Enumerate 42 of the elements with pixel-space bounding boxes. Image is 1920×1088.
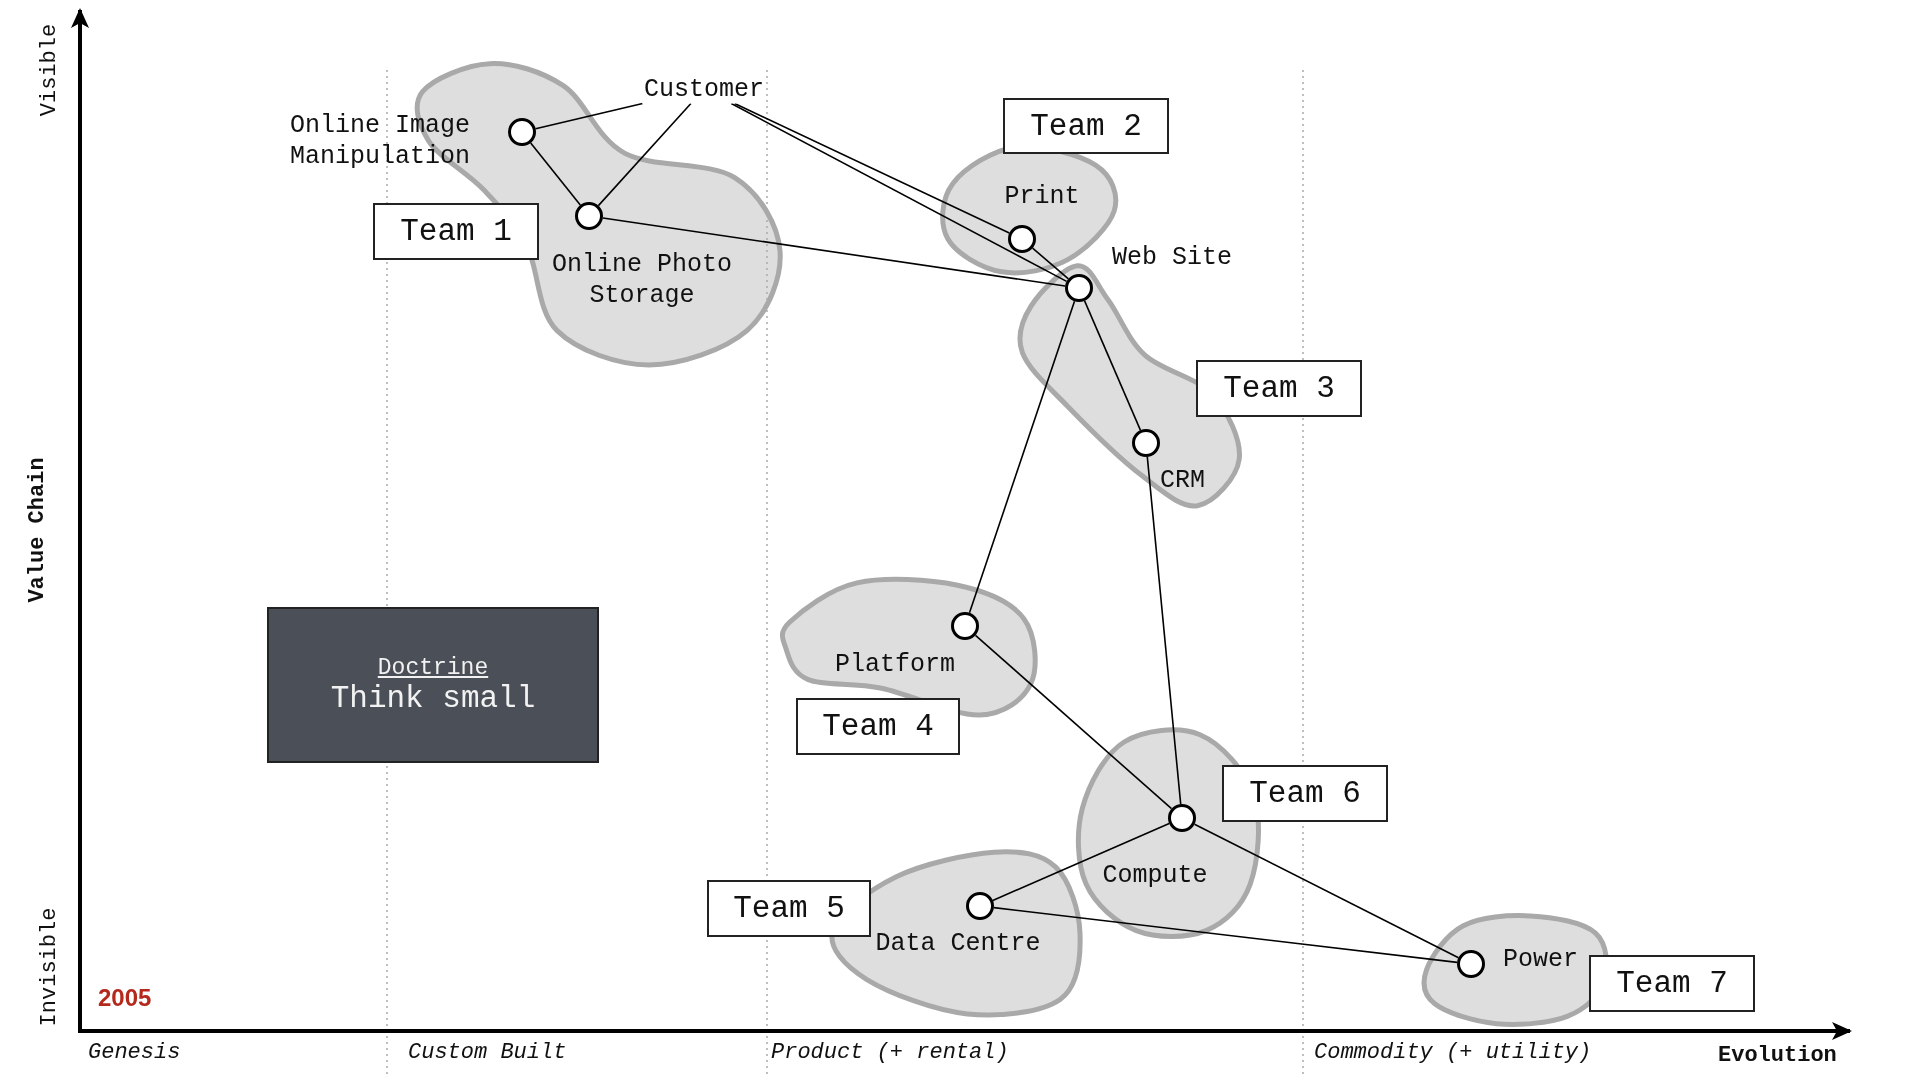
component-label: Data Centre [875,928,1041,960]
dependency-line [597,102,692,207]
stage-label: Commodity (+ utility) [1314,1039,1592,1065]
dependency-line [1193,823,1460,959]
doctrine-text: Think small [330,680,536,716]
dependency-line [993,906,1458,964]
dependency-line [974,634,1173,810]
doctrine-heading: Doctrine [377,654,489,681]
dependency-line [992,822,1170,902]
component-label: Power [1503,944,1578,976]
axis-label: Visible [36,23,62,117]
dependency-line [733,102,1011,234]
stage-label: Product (+ rental) [771,1039,1009,1065]
dependency-line [1146,456,1182,805]
axis-label: Invisible [36,907,62,1027]
component-label: Print [1004,181,1080,213]
year-label: 2005 [98,984,152,1012]
component-label: Online Image Manipulation [290,109,472,173]
team-label: Team 3 [1196,360,1362,417]
team-label: Team 7 [1589,955,1755,1012]
dependency-line [1031,247,1070,280]
stage-label: Custom Built [408,1039,567,1065]
component-label: Platform [835,649,955,681]
dependency-line [1083,300,1142,431]
team-label: Team 1 [373,203,539,260]
team-label: Team 2 [1003,98,1169,154]
dependency-line [534,102,644,130]
dependency-line [529,142,582,206]
component-label: Compute [1102,860,1208,892]
axis-title: Evolution [1718,1042,1837,1068]
stage-label: Genesis [88,1039,181,1065]
team-label: Team 6 [1222,765,1388,822]
dependency-line [968,300,1076,614]
team-label: Team 4 [796,698,960,755]
component-label: Online Photo Storage [551,248,733,312]
dependency-line [602,217,1066,287]
dependency-line [730,102,1068,283]
doctrine-card [267,607,599,763]
component-label: CRM [1160,465,1205,497]
axis-title: Value Chain [24,457,50,603]
team-label: Team 5 [707,880,871,937]
component-label: Web Site [1112,242,1233,274]
